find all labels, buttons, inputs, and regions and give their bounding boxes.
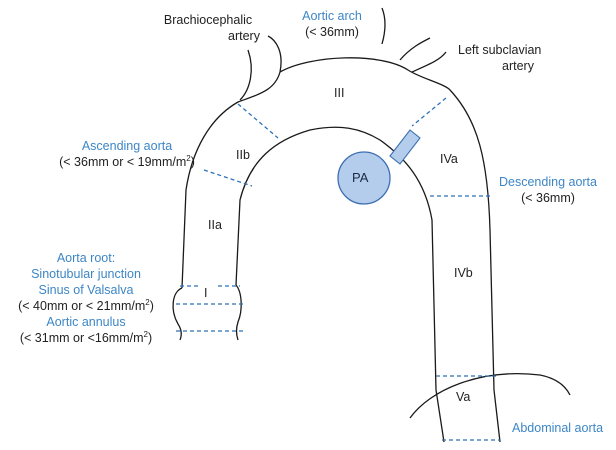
abdominal-arc	[409, 373, 571, 419]
left-subclavian-branch	[411, 51, 447, 73]
carotid-branch	[381, 7, 431, 61]
ascending-aorta-label: Ascending aorta (< 36mm or < 19mm/m2)	[59, 139, 195, 169]
abdominal-aorta-label: Abdominal aorta	[512, 421, 604, 435]
aorta-root-label: Aorta root: Sinotubular junction Sinus o…	[18, 251, 154, 345]
segment-I-label: I	[204, 286, 208, 300]
pa-label: PA	[352, 170, 369, 185]
segment-IVa-label: IVa	[440, 152, 458, 166]
brachiocephalic-branch	[239, 49, 252, 101]
boundary-brachiocephalic	[237, 103, 279, 139]
aortic-arch-label: Aortic arch (< 36mm)	[302, 9, 362, 39]
boundary-subclavian	[411, 97, 447, 127]
segment-Va-label: Va	[456, 390, 471, 404]
left-subclavian-label: Left subclavian artery	[458, 43, 542, 73]
segment-III-label: III	[334, 86, 345, 100]
brachiocephalic-label: Brachiocephalic artery	[163, 13, 260, 43]
segment-IVb-label: IVb	[454, 266, 473, 280]
pa-circle	[337, 151, 391, 205]
segment-IIb-label: IIb	[236, 148, 250, 162]
aorta-inner-wall	[235, 126, 445, 443]
segment-IIa-label: IIa	[208, 218, 222, 232]
aortic-root-outline	[172, 284, 242, 341]
boundary-ascending-mid	[203, 169, 253, 187]
pa-connector	[389, 129, 421, 165]
aorta-outer-wall	[181, 35, 501, 443]
descending-aorta-label: Descending aorta (< 36mm)	[499, 175, 597, 205]
